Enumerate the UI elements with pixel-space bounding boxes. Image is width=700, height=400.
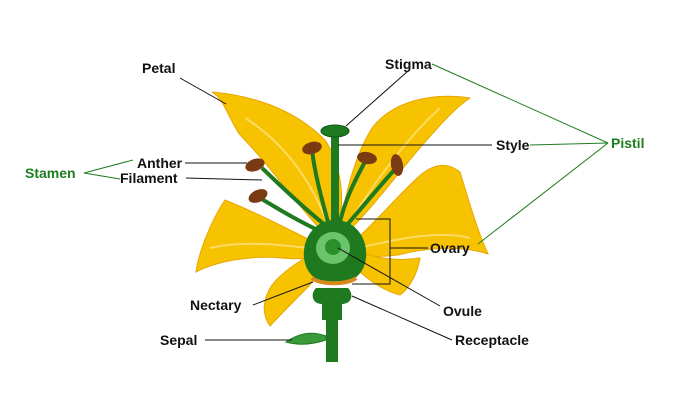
label-ovary: Ovary [430,240,470,256]
pistil-leader-ovary [477,142,609,245]
receptacle-neck [322,302,342,320]
label-sepal: Sepal [160,332,197,348]
anther [248,189,268,203]
pistil-group [303,124,367,286]
filament [338,159,368,223]
receptacle-leader [351,295,453,341]
label-stamen: Stamen [25,165,76,181]
label-petal: Petal [142,60,175,76]
label-nectary: Nectary [190,297,242,313]
label-anther: Anther [137,155,183,171]
nectary-shape [310,276,358,286]
leader-lines [83,63,609,341]
petals [195,91,489,327]
pistil-leader-style [529,142,609,146]
filament [260,166,327,227]
label-pistil: Pistil [611,135,644,151]
petal-vein [244,117,331,231]
label-receptacle: Receptacle [455,332,529,348]
ovule-leader [337,247,441,307]
nectary-leader [252,281,314,306]
stamen-leader-upper [83,159,134,174]
style-shape [331,135,339,230]
stamen-leader-lower [83,172,121,180]
filament [310,149,330,223]
stigma-leader [345,70,409,127]
labels: Petal Stigma Style Pistil Stamen Anther … [25,56,644,348]
filament [344,166,398,228]
petal-vein [349,233,471,251]
anther [245,158,265,172]
petal-lower-right [349,247,421,296]
anther [357,151,377,165]
anther [302,141,322,155]
receptacle-shape [312,288,352,304]
label-style: Style [496,137,530,153]
ovary-bracket [352,218,391,285]
label-filament: Filament [120,170,178,186]
filament-leader [185,177,263,181]
petal-left [195,199,331,273]
petal-leader [179,77,227,105]
anther [390,154,404,176]
petal-upper-right [334,95,472,247]
label-stigma: Stigma [385,56,432,72]
sepal-leaf [284,332,327,345]
pistil-leader-stigma [431,63,609,144]
anthers [245,141,404,203]
petal-right [344,164,489,257]
label-ovule: Ovule [443,303,482,319]
ovule-shape [325,239,341,255]
stigma-shape [320,124,350,138]
stem-group [284,288,352,362]
